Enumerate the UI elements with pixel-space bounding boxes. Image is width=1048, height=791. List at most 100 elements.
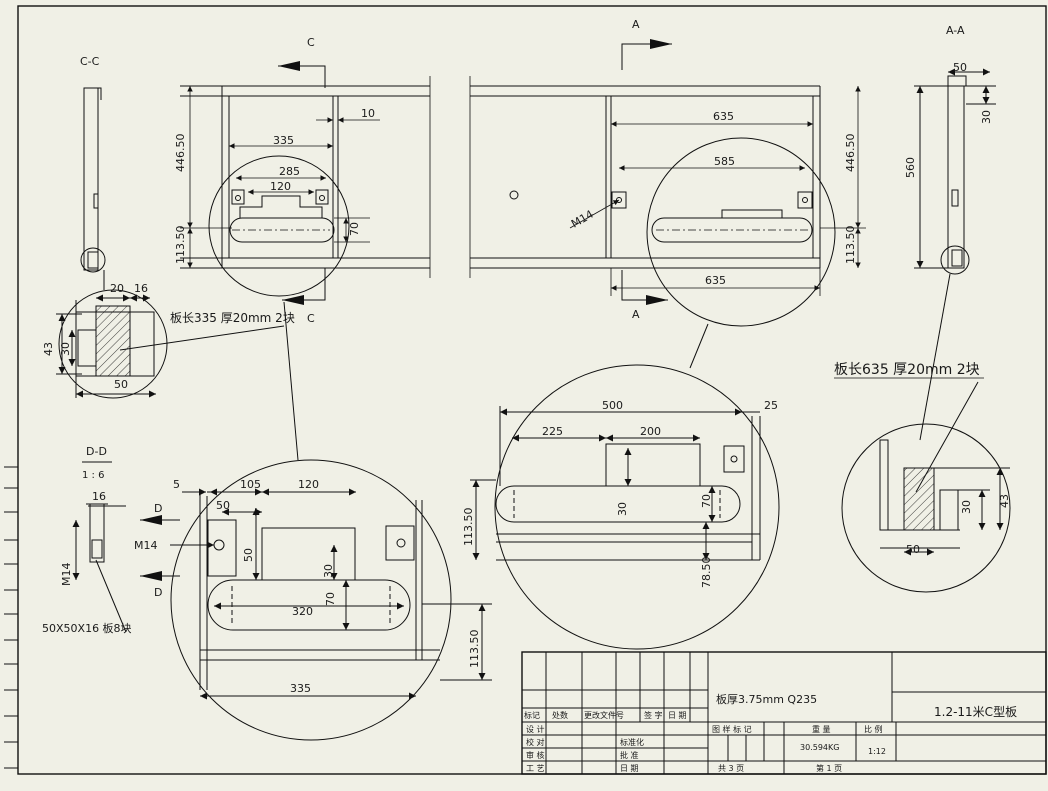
detail-right-middle [470, 323, 780, 650]
title-block-text: 标记 处数 更改文件号 签 字 日 期 设 计 校 对 审 核 工 艺 标准化 … [524, 692, 1017, 773]
tb-header-count: 处数 [552, 710, 568, 720]
tb-drawing-title: 1.2-11米C型板 [934, 705, 1017, 719]
dim-50-left: 50 [114, 378, 128, 391]
dim-5: 5 [173, 478, 180, 491]
dim-50-top: 50 [953, 61, 967, 74]
tb-stage-mark: 图 样 标 记 [712, 724, 752, 734]
tb-header-sign: 签 字 [644, 710, 663, 720]
detail-d-d [72, 461, 127, 633]
dim-30-detail-r: 30 [616, 502, 629, 516]
dim-500: 500 [602, 399, 623, 412]
dim-335: 335 [273, 134, 294, 147]
tb-header-mark: 标记 [524, 710, 540, 720]
tb-sheets-total: 共 3 页 [718, 764, 744, 773]
note-plate-335: 板长335 厚20mm 2块 [170, 311, 295, 325]
tb-scale-label: 比 例 [864, 724, 883, 734]
view-label-d-d: D-D [86, 445, 107, 458]
dim-70-detail: 70 [324, 592, 337, 606]
dim-43-right: 43 [998, 494, 1011, 508]
cut-c-bottom-label: C [307, 312, 315, 325]
dim-50-detail-h: 50 [216, 499, 230, 512]
detail-right-middle-text: 500 25 225 200 30 70 78.50 113.50 [462, 399, 778, 588]
dim-113-right: 113.50 [844, 226, 857, 265]
dim-20: 20 [110, 282, 124, 295]
tb-standard: 标准化 [620, 737, 644, 747]
detail-left-bottom [170, 301, 492, 741]
tb-check: 校 对 [526, 737, 545, 747]
tb-sheet-no: 第 1 页 [816, 763, 842, 773]
dim-50-right: 50 [906, 543, 920, 556]
cut-c-top-label: C [307, 36, 315, 49]
dim-560: 560 [904, 157, 917, 178]
dim-30-left: 30 [59, 342, 72, 356]
tb-approve: 批 准 [620, 750, 639, 760]
detail-d-d-text: D-D 1 : 6 16 M14 50X50X16 板8块 [42, 445, 132, 635]
cut-a-top-label: A [632, 18, 640, 31]
tb-header-change-doc: 更改文件号 [584, 710, 624, 720]
dim-m14-detail: M14 [134, 539, 158, 552]
dim-16: 16 [134, 282, 148, 295]
note-block: 50X50X16 板8块 [42, 621, 132, 635]
dim-120-detail: 120 [298, 478, 319, 491]
cutting-plane-c: C C [278, 36, 326, 325]
dim-105: 105 [240, 478, 261, 491]
dim-446-right: 446.50 [844, 134, 857, 173]
dim-113-left: 113.50 [174, 226, 187, 265]
view-scale-d-d: 1 : 6 [82, 470, 104, 481]
dim-70-detail-r: 70 [700, 494, 713, 508]
tb-material-note: 板厚3.75mm Q235 [716, 692, 817, 706]
tb-header-date: 日 期 [668, 711, 687, 720]
dim-m14-dd: M14 [60, 563, 73, 587]
dim-446-left: 446.50 [174, 134, 187, 173]
dim-635-top: 635 [713, 110, 734, 123]
front-view-dimensions [180, 86, 866, 296]
dim-285: 285 [279, 165, 300, 178]
view-label-c-c: C-C [80, 55, 100, 68]
dim-10: 10 [361, 107, 375, 120]
dim-320: 320 [292, 605, 313, 618]
tb-scale-value: 1:12 [868, 747, 886, 756]
dim-113-detail: 113.50 [468, 630, 481, 669]
front-view [180, 76, 836, 327]
view-label-a-a: A-A [946, 24, 965, 37]
dim-30-top: 30 [980, 110, 993, 124]
dim-225: 225 [542, 425, 563, 438]
note-plate-635: 板长635 厚20mm 2块 [834, 362, 980, 378]
dim-113-detail-r: 113.50 [462, 508, 475, 547]
dim-25: 25 [764, 399, 778, 412]
cut-a-bottom-label: A [632, 308, 640, 321]
title-block [521, 651, 1047, 775]
cut-d-top-label: D [154, 502, 162, 515]
cutting-plane-d [140, 515, 180, 581]
dim-16-dd: 16 [92, 490, 106, 503]
dim-335-detail: 335 [290, 682, 311, 695]
tb-design: 设 计 [526, 724, 545, 734]
cutting-plane-a: A A [621, 18, 672, 321]
section-c-c [56, 87, 285, 399]
dim-635-bottom: 635 [705, 274, 726, 287]
section-a-a [841, 68, 1011, 593]
tb-review: 审 核 [526, 750, 545, 760]
border-zone-ticks [4, 466, 18, 769]
dim-120: 120 [270, 180, 291, 193]
tb-weight-label: 重 量 [812, 724, 831, 734]
front-view-dimension-text: 446.50 113.50 335 285 120 10 70 635 585 … [174, 107, 857, 287]
dim-m14-front: M14 [569, 208, 596, 231]
dim-43-left: 43 [42, 342, 55, 356]
detail-left-bottom-text: 5 105 120 50 50 30 70 320 335 113.50 M14… [134, 478, 481, 695]
dim-585: 585 [714, 155, 735, 168]
dim-70-front: 70 [348, 222, 361, 236]
dim-30-detail: 30 [322, 564, 335, 578]
cut-d-bottom-label: D [154, 586, 162, 599]
dim-200: 200 [640, 425, 661, 438]
section-a-a-text: A-A 50 30 560 43 30 50 板长635 厚20mm 2块 [834, 24, 1011, 556]
tb-weight-value: 30.594KG [800, 743, 839, 752]
dim-30-right: 30 [960, 500, 973, 514]
tb-process: 工 艺 [526, 764, 545, 773]
dim-78-detail-r: 78.50 [700, 557, 713, 589]
section-c-c-text: C-C 43 30 20 16 50 板长335 厚20mm 2块 [42, 55, 295, 391]
tb-date2: 日 期 [620, 764, 639, 773]
dim-50-detail-v: 50 [242, 548, 255, 562]
